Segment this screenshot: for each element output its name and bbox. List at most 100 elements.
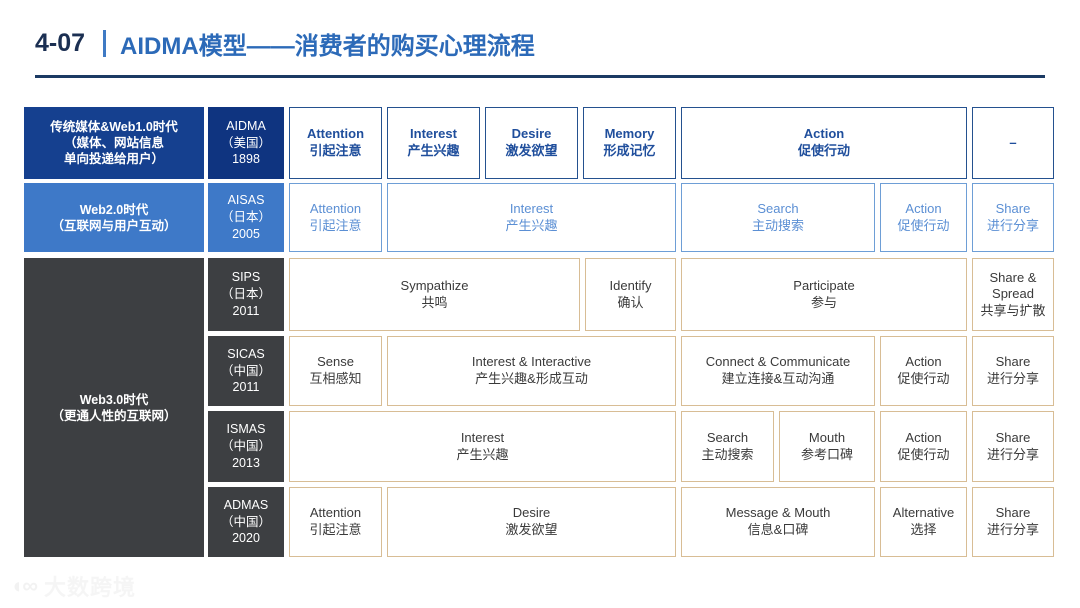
- model-name: AIDMA: [226, 118, 266, 133]
- stage-cell-ismas-action: Action 促使行动: [880, 411, 967, 482]
- stage-en: Share: [995, 354, 1031, 370]
- model-name: SICAS: [227, 346, 265, 361]
- stage-cell-ismas-mouth: Mouth 参考口碑: [779, 411, 875, 482]
- stage-cell-aidma-none: –: [972, 107, 1054, 179]
- stage-en: Sense: [317, 354, 354, 370]
- era-line-1: 传统媒体&Web1.0时代: [50, 120, 178, 134]
- stage-cell-aisas-interest: Interest 产生兴趣: [387, 183, 676, 252]
- model-country: （中国）: [220, 439, 271, 454]
- stage-cn: 促使行动: [797, 143, 850, 158]
- model-year: 2011: [232, 303, 260, 318]
- stage-en: Search: [706, 429, 749, 445]
- stage-cn: 互相感知: [309, 371, 362, 386]
- stage-cn: 进行分享: [986, 217, 1039, 233]
- era-line-2: （更通人性的互联网）: [51, 408, 177, 423]
- stage-cell-aisas-attention: Attention 引起注意: [289, 183, 382, 252]
- stage-cell-ismas-interest: Interest 产生兴趣: [289, 411, 676, 482]
- stage-cell-ismas-share: Share 进行分享: [972, 411, 1054, 482]
- stage-cn: 产生兴趣: [407, 143, 460, 158]
- stage-en-line2: Spread: [992, 286, 1034, 302]
- era-cell-web1: 传统媒体&Web1.0时代 （媒体、网站信息 单向投递给用户）: [24, 107, 204, 179]
- stage-cell-admas-desire: Desire 激发欲望: [387, 487, 676, 557]
- era-line-1: Web2.0时代: [79, 202, 149, 217]
- stage-en: Interest & Interactive: [471, 354, 592, 370]
- era-line-3: 单向投递给用户）: [63, 152, 164, 166]
- stage-cell-sips-sympathize: Sympathize 共鸣: [289, 258, 580, 331]
- stage-cn: 共享与扩散: [980, 302, 1046, 318]
- stage-cell-admas-attention: Attention 引起注意: [289, 487, 382, 557]
- stage-en: Action: [803, 126, 845, 142]
- stage-cn: 激发欲望: [505, 143, 558, 158]
- stage-cn: 进行分享: [986, 522, 1039, 537]
- stage-cell-sicas-connect-communicate: Connect & Communicate 建立连接&互动沟通: [681, 336, 875, 406]
- header-title-group: 4-07 AIDMA模型——消费者的购买心理流程: [35, 26, 535, 61]
- model-cell-sips: SIPS （日本） 2011: [208, 258, 284, 331]
- stage-cell-sips-identify: Identify 确认: [585, 258, 676, 331]
- era-line-2: （媒体、网站信息: [63, 136, 164, 150]
- stage-cn: 形成记忆: [603, 143, 656, 158]
- page-title: AIDMA模型——消费者的购买心理流程: [120, 33, 535, 60]
- model-country: （日本）: [220, 287, 271, 302]
- watermark-text: 大数跨境: [43, 575, 136, 600]
- stage-cn: 产生兴趣&形成互动: [475, 371, 588, 386]
- stage-cn: 建立连接&互动沟通: [721, 371, 835, 386]
- stage-en: Action: [905, 200, 942, 216]
- stage-en: Memory: [604, 126, 655, 142]
- model-cell-aidma: AIDMA （美国） 1898: [208, 107, 284, 179]
- stage-en: Action: [905, 429, 942, 445]
- era-line-1: Web3.0时代: [79, 392, 149, 407]
- stage-en: Connect & Communicate: [705, 354, 851, 370]
- watermark: ◖∞ 大数跨境: [10, 570, 136, 602]
- stage-en: Sympathize: [400, 277, 469, 293]
- title-divider: [103, 30, 107, 57]
- slide-header: 4-07 AIDMA模型——消费者的购买心理流程: [0, 0, 1080, 80]
- stage-cell-ismas-search: Search 主动搜索: [681, 411, 774, 482]
- model-year: 2011: [232, 380, 260, 395]
- model-cell-sicas: SICAS （中国） 2011: [208, 336, 284, 406]
- stage-cn: 促使行动: [897, 371, 950, 386]
- stage-en-line1: Share &: [989, 269, 1037, 285]
- stage-cell-aidma-interest: Interest 产生兴趣: [387, 107, 480, 179]
- stage-cn: 主动搜索: [701, 446, 754, 462]
- stage-en: Attention: [309, 200, 362, 216]
- stage-cn: 参与: [810, 294, 837, 310]
- stage-cell-sicas-share: Share 进行分享: [972, 336, 1054, 406]
- stage-cn: 促使行动: [897, 446, 950, 462]
- stage-cell-admas-share: Share 进行分享: [972, 487, 1054, 557]
- stage-en: Interest: [460, 429, 505, 445]
- model-country: （日本）: [220, 210, 271, 225]
- model-name: ADMAS: [223, 497, 269, 512]
- stage-en: Alternative: [892, 505, 955, 521]
- stage-en: Share: [995, 200, 1031, 216]
- stage-cn: 进行分享: [986, 446, 1039, 462]
- model-year: 2005: [232, 226, 260, 241]
- stage-cn: 引起注意: [309, 143, 362, 158]
- stage-en: Participate: [793, 277, 855, 293]
- model-cell-ismas: ISMAS （中国） 2013: [208, 411, 284, 482]
- era-line-2: （互联网与用户互动）: [51, 218, 177, 233]
- stage-cell-sips-share-spread: Share & Spread 共享与扩散: [972, 258, 1054, 331]
- stage-cn: 信息&口碑: [747, 522, 809, 537]
- era-cell-web2: Web2.0时代 （互联网与用户互动）: [24, 183, 204, 252]
- watermark-logo-icon: ◖∞: [10, 573, 38, 598]
- stage-en: –: [1009, 134, 1017, 150]
- stage-cn: 引起注意: [309, 522, 362, 537]
- stage-cell-aidma-desire: Desire 激发欲望: [485, 107, 578, 179]
- model-year: 1898: [232, 152, 260, 167]
- stage-cell-sicas-sense: Sense 互相感知: [289, 336, 382, 406]
- stage-cn: 产生兴趣: [456, 446, 509, 462]
- stage-cell-aisas-action: Action 促使行动: [880, 183, 967, 252]
- stage-cn: 产生兴趣: [505, 217, 558, 233]
- stage-en: Desire: [511, 126, 552, 142]
- stage-cn: 进行分享: [986, 371, 1039, 386]
- stage-en: Search: [757, 200, 799, 216]
- stage-en: Share: [995, 429, 1031, 445]
- stage-en: Desire: [512, 505, 551, 521]
- model-year: 2020: [232, 531, 260, 546]
- stage-cell-aisas-share: Share 进行分享: [972, 183, 1054, 252]
- stage-cn: 参考口碑: [800, 446, 853, 462]
- stage-cell-sicas-interest-interactive: Interest & Interactive 产生兴趣&形成互动: [387, 336, 676, 406]
- stage-en: Message & Mouth: [725, 505, 831, 521]
- model-cell-admas: ADMAS （中国） 2020: [208, 487, 284, 557]
- stage-cn: 促使行动: [897, 217, 950, 233]
